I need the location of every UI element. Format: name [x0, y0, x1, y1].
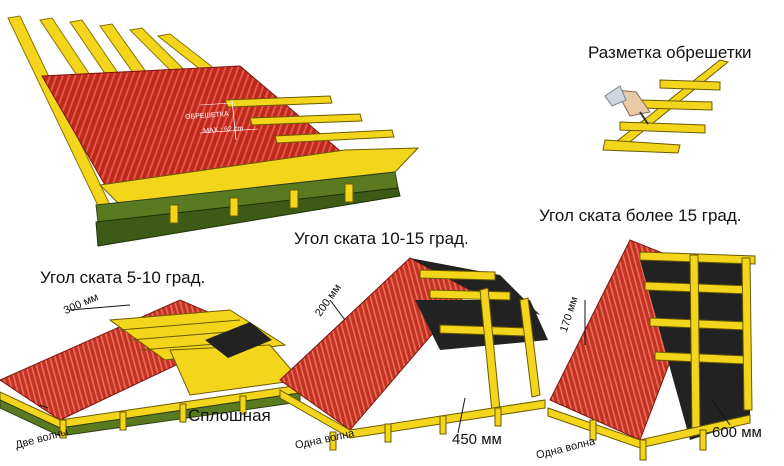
- marking-illustration: [602, 59, 730, 154]
- marking-label: Разметка обрешетки: [588, 43, 752, 62]
- angle-over-15-label: Угол ската более 15 град.: [539, 206, 742, 225]
- roof-angle-10-15: [279, 257, 548, 451]
- main-roof: [7, 15, 420, 247]
- roof-angle-over-15: [547, 239, 756, 461]
- solid-label: Сплошная: [188, 406, 271, 425]
- roof-angle-5-10: [0, 299, 301, 439]
- dim-450-label: 450 мм: [452, 431, 502, 448]
- dim-600-label: 600 мм: [712, 424, 762, 441]
- angle-5-10-label: Угол ската 5-10 град.: [40, 268, 206, 287]
- angle-10-15-label: Угол ската 10-15 град.: [294, 229, 469, 248]
